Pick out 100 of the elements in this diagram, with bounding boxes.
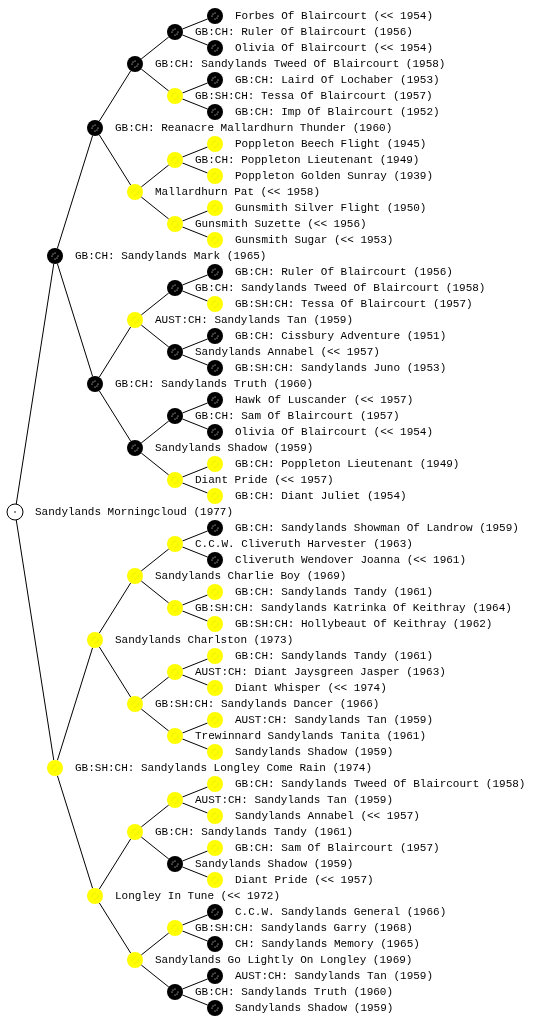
dog-name: GB:CH: Sandylands Showman Of Landrow (1959) [235, 521, 519, 535]
pedigree-line [181, 82, 209, 94]
pedigree-line [56, 775, 94, 889]
dog-name: Longley In Tune (<< 1972) [115, 889, 281, 903]
dog-name: Sandylands Annabel (<< 1957) [235, 809, 420, 823]
dog-name: GB:CH: Laird Of Lochaber (1953) [235, 73, 440, 87]
pedigree-line [181, 722, 209, 734]
dog-name: GB:CH: Sandylands Truth (1960) [195, 985, 394, 999]
pedigree-line [98, 646, 132, 698]
dog-name: GB:SH:CH: Sandylands Dancer (1966) [155, 697, 380, 711]
pedigree-line [181, 914, 209, 926]
pedigree-line [181, 354, 209, 366]
dog-name: AUST:CH: Sandylands Tan (1959) [235, 969, 434, 983]
dog-name: CH: Sandylands Memory (1965) [235, 937, 420, 951]
pedigree-line [181, 930, 209, 942]
pedigree-line [181, 994, 209, 1006]
dog-name: Gunsmith Suzette (<< 1956) [195, 217, 367, 231]
pedigree-line [181, 850, 209, 862]
dog-name: AUST:CH: Sandylands Tan (1959) [235, 713, 434, 727]
dog-name: Gunsmith Sugar (<< 1953) [235, 233, 394, 247]
dog-name: GB:CH: Sam Of Blaircourt (1957) [195, 409, 400, 423]
dog-name: GB:SH:CH: Sandylands Katrinka Of Keithray (1964) [195, 601, 512, 615]
dog-name: AUST:CH: Diant Jaysgreen Jasper (1963) [195, 665, 446, 679]
pedigree-line [98, 326, 132, 378]
dog-name: GB:SH:CH: Sandylands Juno (1953) [235, 361, 447, 375]
dog-name: GB:CH: Sandylands Tweed Of Blaircourt (1958) [155, 57, 446, 71]
pedigree-line [98, 70, 132, 122]
pedigree-line [140, 836, 170, 860]
dog-name: AUST:CH: Sandylands Tan (1959) [155, 313, 354, 327]
dog-name: GB:CH: Ruler Of Blaircourt (1956) [195, 25, 413, 39]
dog-name: GB:CH: Poppleton Lieutenant (1949) [235, 457, 460, 471]
dog-name: C.C.W. Sandylands General (1966) [235, 905, 447, 919]
pedigree-line [181, 802, 209, 814]
pedigree-line [140, 164, 170, 188]
dog-name: GB:CH: Poppleton Lieutenant (1949) [195, 153, 420, 167]
pedigree-line [181, 338, 209, 350]
pedigree-line [181, 226, 209, 238]
dog-name: Sandylands Annabel (<< 1957) [195, 345, 380, 359]
pedigree-line [181, 98, 209, 110]
dog-name: GB:CH: Sandylands Tandy (1961) [235, 649, 434, 663]
pedigree-line [181, 18, 209, 30]
pedigree-line [140, 452, 170, 476]
dog-name: GB:SH:CH: Tessa Of Blaircourt (1957) [235, 297, 473, 311]
pedigree-line [98, 390, 132, 442]
dog-name: GB:CH: Sam Of Blaircourt (1957) [235, 841, 440, 855]
pedigree-line [181, 402, 209, 414]
dog-name: Sandylands Shadow (1959) [235, 1001, 394, 1015]
dog-name: Olivia Of Blaircourt (<< 1954) [235, 41, 434, 55]
dog-name: Trewinnard Sandylands Tanita (1961) [195, 729, 427, 743]
dog-name: Diant Whisper (<< 1974) [235, 681, 387, 695]
dog-name: Cliveruth Wendover Joanna (<< 1961) [235, 553, 467, 567]
pedigree-line [181, 978, 209, 990]
dog-name: GB:SH:CH: Sandylands Garry (1968) [195, 921, 413, 935]
dog-name: Gunsmith Silver Flight (1950) [235, 201, 427, 215]
dog-name: GB:CH: Imp Of Blaircourt (1952) [235, 105, 440, 119]
pedigree-line [181, 34, 209, 46]
pedigree-line [181, 786, 209, 798]
dog-name: Hawk Of Luscander (<< 1957) [235, 393, 414, 407]
dog-name: Sandylands Charlston (1973) [115, 633, 294, 647]
pedigree-line [181, 418, 209, 430]
dog-name: C.C.W. Cliveruth Harvester (1963) [195, 537, 413, 551]
pedigree-line [98, 902, 132, 954]
dog-name: Mallardhurn Pat (<< 1958) [155, 185, 321, 199]
dog-name: AUST:CH: Sandylands Tan (1959) [195, 793, 394, 807]
dog-name: GB:CH: Sandylands Truth (1960) [115, 377, 314, 391]
pedigree-line [98, 134, 132, 186]
pedigree-line [15, 519, 55, 761]
dog-name: GB:CH: Diant Juliet (1954) [235, 489, 407, 503]
dog-name: Sandylands Charlie Boy (1969) [155, 569, 347, 583]
pedigree-line [140, 932, 170, 956]
dog-name: Sandylands Shadow (1959) [195, 857, 354, 871]
pedigree-line [181, 482, 209, 494]
dog-name: GB:SH:CH: Sandylands Longley Come Rain (1974) [75, 761, 373, 775]
dog-name: Poppleton Golden Sunray (1939) [235, 169, 434, 183]
dog-name: GB:CH: Cissbury Adventure (1951) [235, 329, 447, 343]
pedigree-line [140, 676, 170, 700]
pedigree-line [140, 708, 170, 732]
pedigree-line [56, 647, 94, 761]
dog-name: Diant Pride (<< 1957) [235, 873, 374, 887]
dog-name: GB:CH: Ruler Of Blaircourt (1956) [235, 265, 453, 279]
dog-name: Sandylands Go Lightly On Longley (1969) [155, 953, 413, 967]
pedigree-line [181, 290, 209, 302]
dog-name: Diant Pride (<< 1957) [195, 473, 334, 487]
pedigree-line [181, 274, 209, 286]
pedigree-line [15, 263, 55, 505]
dog-name: GB:CH: Reanacre Mallardhurn Thunder (1960) [115, 121, 393, 135]
dog-name: Poppleton Beech Flight (1945) [235, 137, 427, 151]
pedigree-line [140, 36, 170, 60]
dog-name: GB:CH: Sandylands Tandy (1961) [235, 585, 434, 599]
pedigree-line [181, 866, 209, 878]
pedigree-line [140, 292, 170, 316]
pedigree-line [181, 146, 209, 158]
pedigree-line [181, 738, 209, 750]
pedigree-line [98, 838, 132, 890]
dog-name: GB:SH:CH: Hollybeaut Of Keithray (1962) [235, 617, 493, 631]
pedigree-line [181, 530, 209, 542]
pedigree-line [98, 582, 132, 634]
pedigree-line [181, 658, 209, 670]
dog-name: Sandylands Shadow (1959) [155, 441, 314, 455]
dog-name: Olivia Of Blaircourt (<< 1954) [235, 425, 434, 439]
